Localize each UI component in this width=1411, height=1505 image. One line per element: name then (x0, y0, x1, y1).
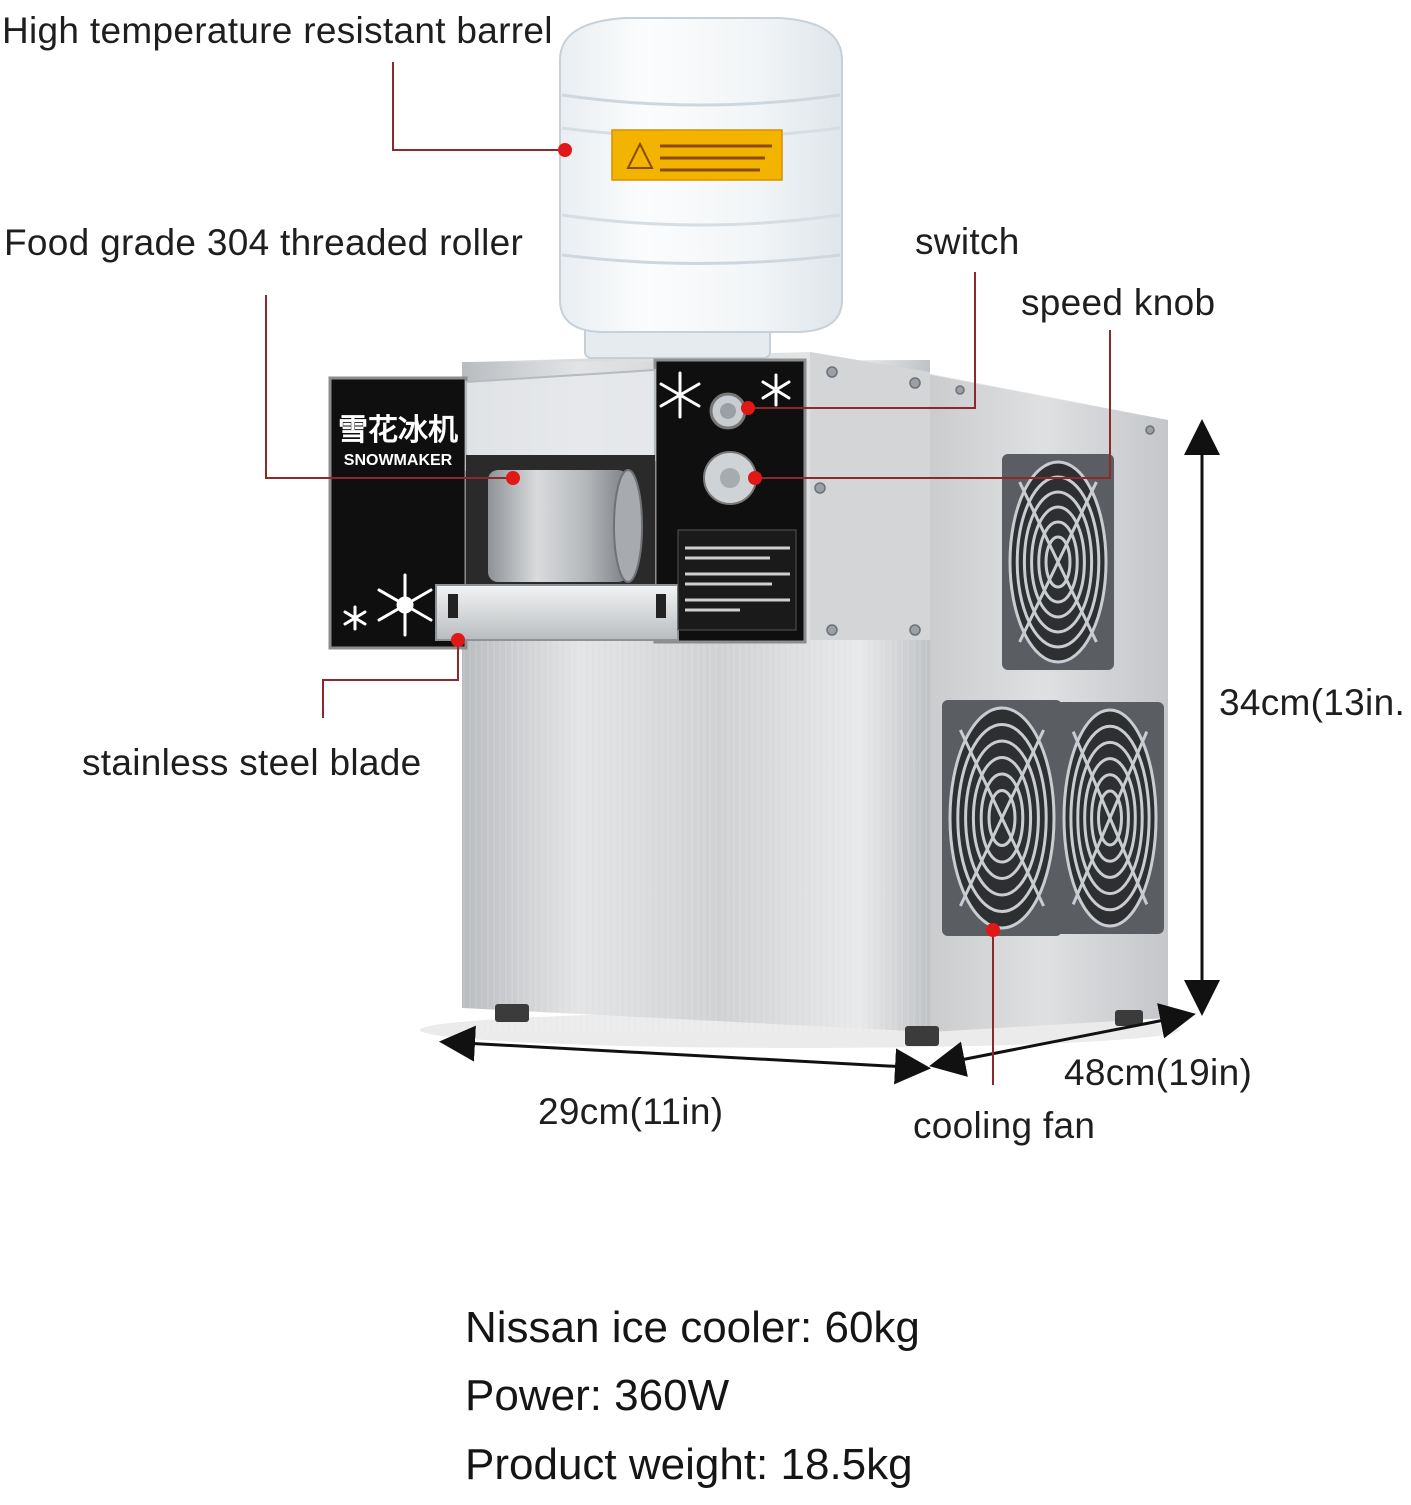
roller-end-cap (613, 469, 643, 583)
dimension-width: 29cm(11in) (538, 1091, 724, 1132)
depth-arrow (929, 1003, 1196, 1077)
cooling-fan-3 (1056, 702, 1164, 934)
callout-cooling-fan: cooling fan (913, 1105, 1096, 1146)
foot-front-right (905, 1026, 939, 1046)
cooling-fan-2 (942, 700, 1062, 936)
brand-name-cn: 雪花冰机 (338, 414, 458, 447)
callout-blade: stainless steel blade (82, 742, 422, 783)
callout-speed-knob: speed knob (1021, 282, 1216, 323)
spec-weight: Product weight: 18.5kg (465, 1440, 913, 1489)
speed-knob-center (720, 468, 740, 488)
tray-clip-left (448, 594, 458, 618)
dimension-depth: 48cm(19in) (1064, 1052, 1253, 1093)
screws (814, 366, 1155, 636)
callout-lines (265, 62, 1111, 1085)
instruction-text-lines (685, 546, 790, 612)
callout-barrel: High temperature resistant barrel (2, 10, 553, 51)
foot-front-left (495, 1004, 529, 1022)
brushed-steel-texture (462, 640, 930, 1032)
tray-clip-right (656, 594, 666, 618)
barrel-illustration (559, 17, 843, 359)
instruction-plate (677, 529, 797, 631)
dimension-height: 34cm(13in. (1219, 682, 1406, 723)
power-switch-center (720, 403, 736, 419)
cooling-fan-1 (1002, 454, 1114, 670)
callout-switch: switch (915, 221, 1020, 262)
cooling-fan-icon (942, 454, 1164, 936)
roller-drum (488, 470, 628, 582)
width-arrow (439, 1025, 931, 1085)
blade-tray (435, 584, 679, 641)
callout-roller: Food grade 304 threaded roller (4, 222, 524, 263)
upper-housing-side (810, 352, 930, 640)
callout-dots (451, 143, 1000, 937)
brand-name-en: SNOWMAKER (344, 452, 453, 469)
spec-ice-output: Nissan ice cooler: 60kg (465, 1303, 920, 1352)
snowflake-icon (343, 371, 791, 637)
spec-power: Power: 360W (465, 1371, 730, 1420)
